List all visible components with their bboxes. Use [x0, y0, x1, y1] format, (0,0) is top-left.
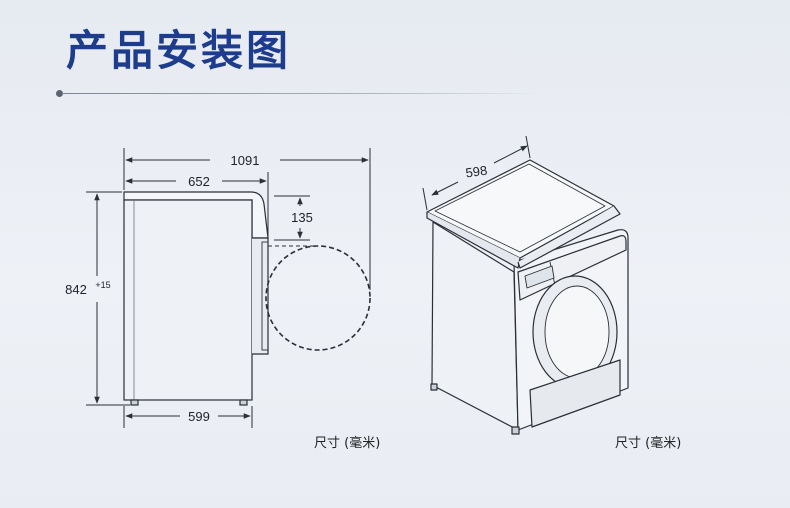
side-dimension-labels: 1091 652 135 842 +15 599 [65, 153, 313, 424]
dim-width-label: 598 [465, 163, 489, 181]
page-title: 产品安装图 [66, 26, 292, 75]
dim-height-label: 842 [65, 282, 87, 297]
iso-view [426, 159, 629, 435]
side-dimensions [86, 148, 371, 428]
iso-kickplate [529, 359, 621, 428]
title-rule [62, 93, 544, 94]
side-foot-rear [130, 399, 139, 406]
side-cabinet-body [123, 199, 253, 401]
dim-base-depth-label: 599 [188, 409, 210, 424]
side-view-unit-label: 尺寸 (毫米) [314, 436, 381, 451]
side-view [123, 191, 371, 406]
dim-door-offset-label: 135 [291, 210, 313, 225]
iso-view-unit-label: 尺寸 (毫米) [615, 436, 682, 451]
dim-total-depth-label: 1091 [231, 153, 260, 168]
dim-body-depth-label: 652 [188, 174, 210, 189]
dim-height-tolerance-label: +15 [95, 280, 110, 290]
door-swing-circle [265, 245, 371, 351]
side-foot-front [239, 399, 248, 406]
iso-control-panel [517, 235, 627, 301]
iso-door-inner [544, 285, 610, 379]
side-door-bezel [252, 237, 269, 355]
title-rule-dot [56, 90, 63, 97]
iso-display-icon [524, 265, 555, 289]
iso-dimensions [422, 135, 531, 211]
